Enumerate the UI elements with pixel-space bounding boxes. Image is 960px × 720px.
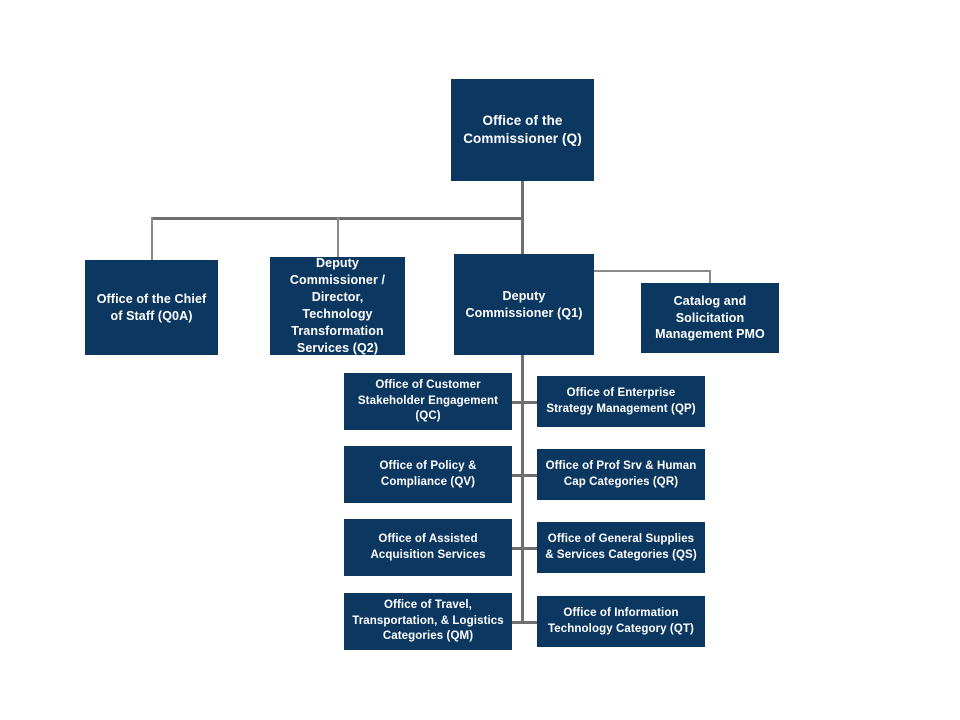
connector-root-down bbox=[521, 181, 524, 218]
connector-drop-deputy-commissioner bbox=[521, 217, 524, 255]
node-deputy-commissioner-tts[interactable]: Deputy Commissioner / Director, Technolo… bbox=[270, 256, 405, 355]
node-label: Catalog and Solicitation Management PMO bbox=[655, 293, 765, 342]
connector-catalog-pmo-vertical bbox=[709, 270, 711, 284]
connector-drop-tts bbox=[337, 217, 339, 257]
node-label: Office of Policy & Compliance (QV) bbox=[379, 459, 477, 488]
node-label: Office of General Supplies & Services Ca… bbox=[545, 532, 697, 561]
connector-row-1-left bbox=[512, 401, 524, 404]
node-office-of-information-technology-category[interactable]: Office of Information Technology Categor… bbox=[537, 596, 705, 647]
node-label: Deputy Commissioner (Q1) bbox=[465, 288, 583, 320]
node-label: Office of the Commissioner (Q) bbox=[463, 112, 582, 146]
node-office-of-assisted-acquisition-services[interactable]: Office of Assisted Acquisition Services bbox=[344, 519, 512, 576]
connector-row-4-right bbox=[521, 621, 538, 624]
connector-row-3-right bbox=[521, 547, 538, 550]
connector-sub-offices-trunk bbox=[521, 355, 524, 623]
node-office-of-the-chief-of-staff[interactable]: Office of the Chief of Staff (Q0A) bbox=[85, 260, 218, 355]
connector-row-4-left bbox=[512, 621, 524, 624]
connector-drop-chief-of-staff bbox=[151, 217, 153, 260]
node-office-of-prof-srv-human-cap-categories[interactable]: Office of Prof Srv & Human Cap Categorie… bbox=[537, 449, 705, 500]
node-office-of-the-commissioner[interactable]: Office of the Commissioner (Q) bbox=[451, 79, 594, 181]
connector-row-3-left bbox=[512, 547, 524, 550]
node-label: Office of Enterprise Strategy Management… bbox=[546, 386, 696, 415]
node-office-of-policy-compliance[interactable]: Office of Policy & Compliance (QV) bbox=[344, 446, 512, 503]
node-label: Office of Assisted Acquisition Services bbox=[370, 532, 486, 561]
node-office-of-travel-transportation-logistics[interactable]: Office of Travel, Transportation, & Logi… bbox=[344, 593, 512, 650]
node-deputy-commissioner-q1[interactable]: Deputy Commissioner (Q1) bbox=[454, 254, 594, 355]
node-label: Deputy Commissioner / Director, Technolo… bbox=[289, 256, 386, 355]
connector-row-1-right bbox=[521, 401, 538, 404]
node-label: Office of Travel, Transportation, & Logi… bbox=[352, 599, 504, 643]
connector-catalog-pmo-horizontal bbox=[594, 270, 711, 272]
node-office-of-customer-stakeholder-engagement[interactable]: Office of Customer Stakeholder Engagemen… bbox=[344, 373, 512, 430]
node-label: Office of Information Technology Categor… bbox=[548, 606, 694, 635]
connector-row-2-left bbox=[512, 474, 524, 477]
node-office-of-general-supplies-services-categories[interactable]: Office of General Supplies & Services Ca… bbox=[537, 522, 705, 573]
node-office-of-enterprise-strategy-management[interactable]: Office of Enterprise Strategy Management… bbox=[537, 376, 705, 427]
connector-row-2-right bbox=[521, 474, 538, 477]
node-label: Office of Customer Stakeholder Engagemen… bbox=[357, 379, 499, 423]
node-label: Office of the Chief of Staff (Q0A) bbox=[96, 291, 207, 323]
node-catalog-solicitation-management-pmo[interactable]: Catalog and Solicitation Management PMO bbox=[641, 283, 779, 353]
node-label: Office of Prof Srv & Human Cap Categorie… bbox=[545, 459, 697, 488]
